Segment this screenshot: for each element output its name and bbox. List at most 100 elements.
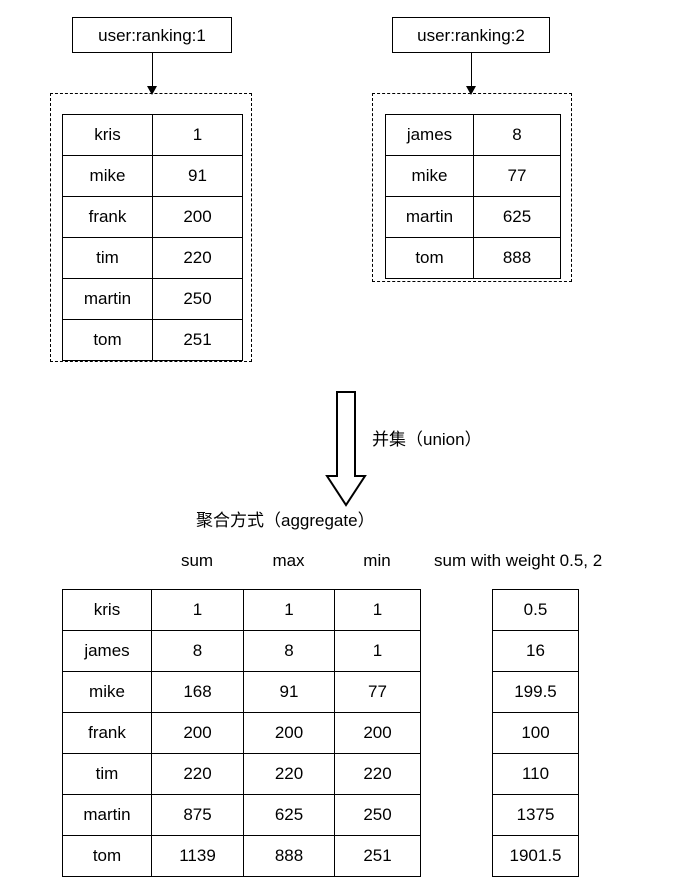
table-row: james 8 8 1 xyxy=(62,630,421,672)
result-min: 250 xyxy=(334,794,421,836)
result-header-weighted: sum with weight 0.5, 2 xyxy=(434,551,603,570)
table-row: tom 1139 888 251 xyxy=(62,835,421,877)
result-member: frank xyxy=(62,712,152,754)
result-sum: 875 xyxy=(151,794,244,836)
result-min: 1 xyxy=(334,589,421,631)
result-weighted: 1901.5 xyxy=(492,835,579,877)
result-sum: 1139 xyxy=(151,835,244,877)
result-weighted: 16 xyxy=(492,630,579,672)
table-row: 16 xyxy=(492,630,579,672)
result-max: 91 xyxy=(243,671,335,713)
result-max: 200 xyxy=(243,712,335,754)
source1-member: tim xyxy=(62,237,153,279)
source1-member: martin xyxy=(62,278,153,320)
result-weighted: 0.5 xyxy=(492,589,579,631)
table-row: 1901.5 xyxy=(492,835,579,877)
weighted-result-table: 0.5 16 199.5 100 110 1375 1901.5 xyxy=(492,589,579,877)
result-max: 625 xyxy=(243,794,335,836)
result-header-max: max xyxy=(272,551,305,570)
table-row: kris 1 xyxy=(62,114,243,156)
source2-member: mike xyxy=(385,155,474,197)
result-member: james xyxy=(62,630,152,672)
result-table: kris 1 1 1 james 8 8 1 mike 168 91 77 fr… xyxy=(62,589,421,877)
source1-member: mike xyxy=(62,155,153,197)
source-container-1 xyxy=(50,93,252,362)
result-member: mike xyxy=(62,671,152,713)
connector-line-2 xyxy=(471,53,472,88)
source-key-box-1: user:ranking:1 xyxy=(72,17,232,53)
table-row: mike 77 xyxy=(385,155,561,197)
source1-score: 251 xyxy=(152,319,243,361)
table-row: mike 168 91 77 xyxy=(62,671,421,713)
result-max: 888 xyxy=(243,835,335,877)
source1-score: 200 xyxy=(152,196,243,238)
result-member: kris xyxy=(62,589,152,631)
connector-line-1 xyxy=(152,53,153,88)
union-block-arrow xyxy=(325,391,367,507)
result-sum: 220 xyxy=(151,753,244,795)
result-min: 1 xyxy=(334,630,421,672)
source2-score: 8 xyxy=(473,114,561,156)
table-row: 1375 xyxy=(492,794,579,836)
table-row: frank 200 xyxy=(62,196,243,238)
result-sum: 8 xyxy=(151,630,244,672)
table-row: 100 xyxy=(492,712,579,754)
source1-score: 91 xyxy=(152,155,243,197)
source-table-1: kris 1 mike 91 frank 200 tim 220 martin … xyxy=(62,114,243,361)
result-weighted: 199.5 xyxy=(492,671,579,713)
source-container-2 xyxy=(372,93,572,282)
result-max: 8 xyxy=(243,630,335,672)
table-row: tim 220 xyxy=(62,237,243,279)
result-max: 1 xyxy=(243,589,335,631)
result-min: 77 xyxy=(334,671,421,713)
table-row: frank 200 200 200 xyxy=(62,712,421,754)
result-max: 220 xyxy=(243,753,335,795)
table-row: kris 1 1 1 xyxy=(62,589,421,631)
result-weighted: 100 xyxy=(492,712,579,754)
table-row: martin 875 625 250 xyxy=(62,794,421,836)
table-row: tom 888 xyxy=(385,237,561,279)
source1-score: 1 xyxy=(152,114,243,156)
result-sum: 1 xyxy=(151,589,244,631)
table-row: mike 91 xyxy=(62,155,243,197)
table-row: tim 220 220 220 xyxy=(62,753,421,795)
source2-member: martin xyxy=(385,196,474,238)
result-weighted: 110 xyxy=(492,753,579,795)
table-row: tom 251 xyxy=(62,319,243,361)
source2-member: james xyxy=(385,114,474,156)
result-sum: 168 xyxy=(151,671,244,713)
source-key-box-2: user:ranking:2 xyxy=(392,17,550,53)
source1-member: tom xyxy=(62,319,153,361)
table-row: james 8 xyxy=(385,114,561,156)
source1-score: 250 xyxy=(152,278,243,320)
source1-score: 220 xyxy=(152,237,243,279)
source2-member: tom xyxy=(385,237,474,279)
result-member: tim xyxy=(62,753,152,795)
source2-score: 888 xyxy=(473,237,561,279)
table-row: martin 625 xyxy=(385,196,561,238)
source2-score: 77 xyxy=(473,155,561,197)
aggregate-label: 聚合方式（aggregate） xyxy=(196,511,375,530)
source1-member: frank xyxy=(62,196,153,238)
source-key-label-2: user:ranking:2 xyxy=(417,25,525,45)
source-table-2: james 8 mike 77 martin 625 tom 888 xyxy=(385,114,561,279)
result-weighted: 1375 xyxy=(492,794,579,836)
result-sum: 200 xyxy=(151,712,244,754)
connector-arrowhead-2 xyxy=(466,86,476,95)
result-header-min: min xyxy=(363,551,391,570)
result-min: 220 xyxy=(334,753,421,795)
connector-arrowhead-1 xyxy=(147,86,157,95)
source-key-label-1: user:ranking:1 xyxy=(98,25,206,45)
table-row: 199.5 xyxy=(492,671,579,713)
source1-member: kris xyxy=(62,114,153,156)
table-row: 0.5 xyxy=(492,589,579,631)
result-member: martin xyxy=(62,794,152,836)
source2-score: 625 xyxy=(473,196,561,238)
result-member: tom xyxy=(62,835,152,877)
table-row: 110 xyxy=(492,753,579,795)
union-arrow-label: 并集（union） xyxy=(372,430,482,449)
result-min: 251 xyxy=(334,835,421,877)
result-min: 200 xyxy=(334,712,421,754)
result-header-sum: sum xyxy=(180,551,214,570)
table-row: martin 250 xyxy=(62,278,243,320)
